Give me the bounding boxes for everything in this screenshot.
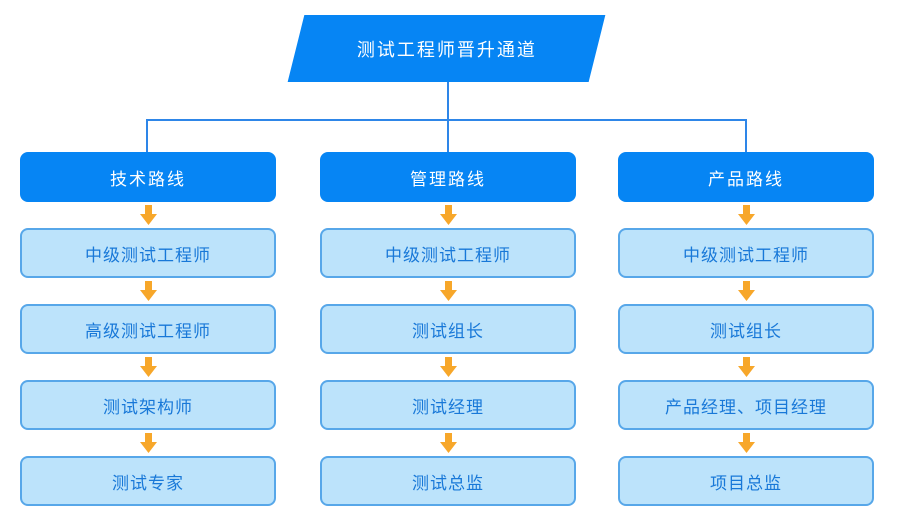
column-header-product: 产品路线	[618, 152, 874, 202]
down-arrow-icon	[618, 354, 874, 380]
down-arrow-icon	[320, 430, 576, 456]
column-product: 产品路线 中级测试工程师 测试组长 产品经理、项目经理 项目总监	[618, 152, 874, 506]
step-box: 中级测试工程师	[618, 228, 874, 278]
step-box: 中级测试工程师	[20, 228, 276, 278]
diagram-title-banner: 测试工程师晋升通道	[287, 15, 606, 82]
step-box: 测试组长	[320, 304, 576, 354]
step-box: 测试专家	[20, 456, 276, 506]
step-box: 测试总监	[320, 456, 576, 506]
step-box: 测试经理	[320, 380, 576, 430]
column-management: 管理路线 中级测试工程师 测试组长 测试经理 测试总监	[320, 152, 576, 506]
column-technical: 技术路线 中级测试工程师 高级测试工程师 测试架构师 测试专家	[20, 152, 276, 506]
down-arrow-icon	[20, 278, 276, 304]
diagram-title: 测试工程师晋升通道	[356, 39, 537, 60]
down-arrow-icon	[320, 202, 576, 228]
step-box: 测试架构师	[20, 380, 276, 430]
step-box: 测试组长	[618, 304, 874, 354]
down-arrow-icon	[20, 202, 276, 228]
down-arrow-icon	[618, 202, 874, 228]
connector-vertical-center	[447, 82, 449, 152]
down-arrow-icon	[20, 430, 276, 456]
column-header-management: 管理路线	[320, 152, 576, 202]
down-arrow-icon	[20, 354, 276, 380]
down-arrow-icon	[320, 278, 576, 304]
connector-drop-left	[146, 119, 148, 152]
step-box: 项目总监	[618, 456, 874, 506]
step-box: 高级测试工程师	[20, 304, 276, 354]
down-arrow-icon	[320, 354, 576, 380]
step-box: 中级测试工程师	[320, 228, 576, 278]
column-header-technical: 技术路线	[20, 152, 276, 202]
connector-drop-right	[745, 119, 747, 152]
connector-horizontal	[146, 119, 747, 121]
down-arrow-icon	[618, 430, 874, 456]
step-box: 产品经理、项目经理	[618, 380, 874, 430]
down-arrow-icon	[618, 278, 874, 304]
